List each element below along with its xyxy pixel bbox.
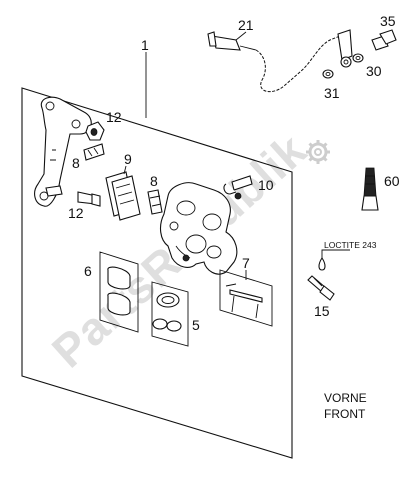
front-label-line2: FRONT: [324, 407, 366, 421]
leader-line-9: [123, 165, 127, 175]
pad-spring-upper: [83, 143, 105, 161]
sealing-washers: [322, 53, 364, 79]
brake-fluid-bottle: [361, 167, 379, 211]
mounting-screw: [307, 275, 335, 301]
callout-5: 5: [192, 317, 200, 333]
banjo-fitting: [337, 29, 353, 68]
callout-8-small: 8: [150, 173, 158, 189]
callout-31: 31: [324, 85, 340, 101]
callout-21: 21: [238, 17, 254, 33]
assembly-plate: [21, 87, 293, 459]
callout-35: 35: [380, 13, 396, 29]
callout-15: 15: [314, 303, 330, 319]
piston-seal-kit: [99, 251, 139, 333]
callout-12-upper: 12: [106, 109, 122, 125]
guide-pin-lower: [77, 191, 101, 207]
brake-light-switch: [207, 31, 257, 51]
loctite-label: LOCTITE 243: [324, 240, 377, 250]
gear-icon: [306, 140, 330, 164]
callout-12-lower: 12: [68, 205, 84, 221]
retaining-pin-kit: [219, 269, 273, 327]
banjo-bolt: [371, 29, 397, 51]
callout-6: 6: [84, 263, 92, 279]
callout-10: 10: [258, 177, 274, 193]
piston-set: [151, 281, 189, 347]
callout-1: 1: [141, 37, 149, 53]
brake-line: [255, 35, 341, 93]
bracket-bolt: [45, 185, 63, 197]
callout-9: 9: [124, 151, 132, 167]
caliper-carrier-bracket: [34, 96, 92, 207]
guide-pin-boot-upper: [85, 121, 105, 141]
pad-spring-small: [147, 189, 163, 215]
callout-60: 60: [384, 173, 400, 189]
loctite-leader: [321, 249, 350, 258]
brake-pad-set: [105, 171, 141, 221]
front-label-line1: VORNE: [324, 391, 367, 405]
loctite-drop-icon: [318, 257, 326, 271]
callout-8-upper: 8: [72, 155, 80, 171]
callout-7: 7: [242, 255, 250, 271]
bleed-valve: [223, 175, 253, 200]
leader-line-21: [235, 31, 247, 41]
callout-30: 30: [366, 63, 382, 79]
